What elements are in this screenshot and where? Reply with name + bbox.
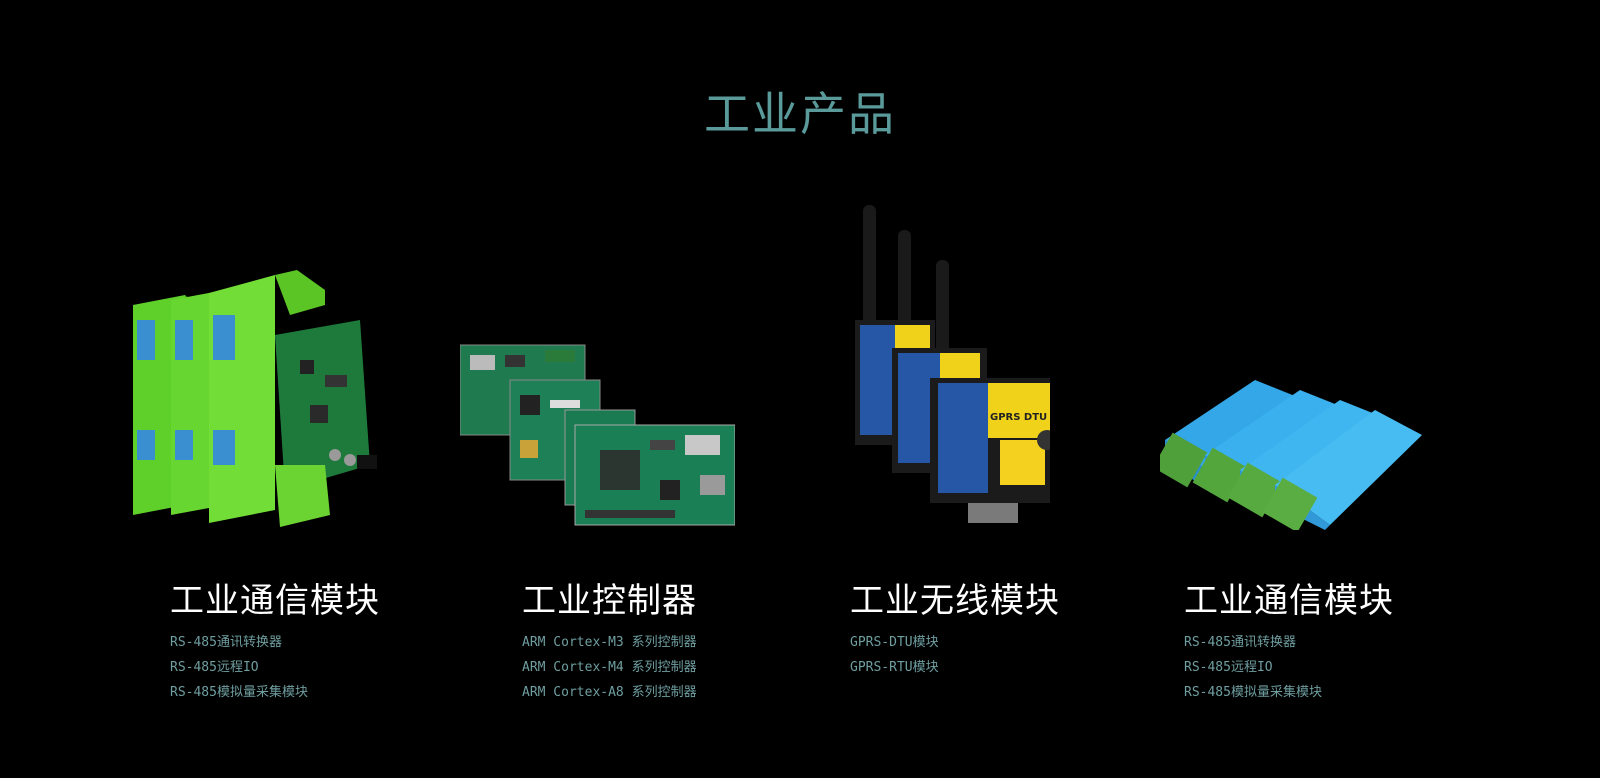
list-item[interactable]: GPRS-DTU模块 xyxy=(850,635,939,650)
product-item-list: GPRS-DTU模块 GPRS-RTU模块 xyxy=(850,630,939,680)
product-item-list: RS-485通讯转换器 RS-485远程IO RS-485模拟量采集模块 xyxy=(1184,630,1322,705)
gprs-dtu-devices-image: GPRS DTU xyxy=(855,205,1050,523)
arm-controller-boards-image xyxy=(460,344,735,526)
gprs-dtu-device-label: GPRS DTU xyxy=(990,412,1047,423)
green-din-rail-modules-image xyxy=(133,270,377,527)
list-item[interactable]: RS-485通讯转换器 xyxy=(170,635,282,650)
list-item[interactable]: ARM Cortex-A8 系列控制器 xyxy=(522,685,697,700)
list-item[interactable]: RS-485模拟量采集模块 xyxy=(1184,685,1322,700)
list-item[interactable]: RS-485模拟量采集模块 xyxy=(170,685,308,700)
list-item[interactable]: RS-485远程IO xyxy=(1184,660,1273,675)
product-title: 工业控制器 xyxy=(522,581,697,621)
list-item[interactable]: ARM Cortex-M4 系列控制器 xyxy=(522,660,697,675)
product-title: 工业通信模块 xyxy=(170,581,380,621)
list-item[interactable]: GPRS-RTU模块 xyxy=(850,660,939,675)
blue-can-modules-image xyxy=(1160,380,1422,530)
product-item-list: ARM Cortex-M3 系列控制器 ARM Cortex-M4 系列控制器 … xyxy=(522,630,697,705)
product-title: 工业无线模块 xyxy=(850,581,1060,621)
product-item-list: RS-485通讯转换器 RS-485远程IO RS-485模拟量采集模块 xyxy=(170,630,308,705)
page-title: 工业产品 xyxy=(704,87,896,141)
list-item[interactable]: RS-485通讯转换器 xyxy=(1184,635,1296,650)
list-item[interactable]: RS-485远程IO xyxy=(170,660,259,675)
product-title: 工业通信模块 xyxy=(1184,581,1394,621)
list-item[interactable]: ARM Cortex-M3 系列控制器 xyxy=(522,635,697,650)
